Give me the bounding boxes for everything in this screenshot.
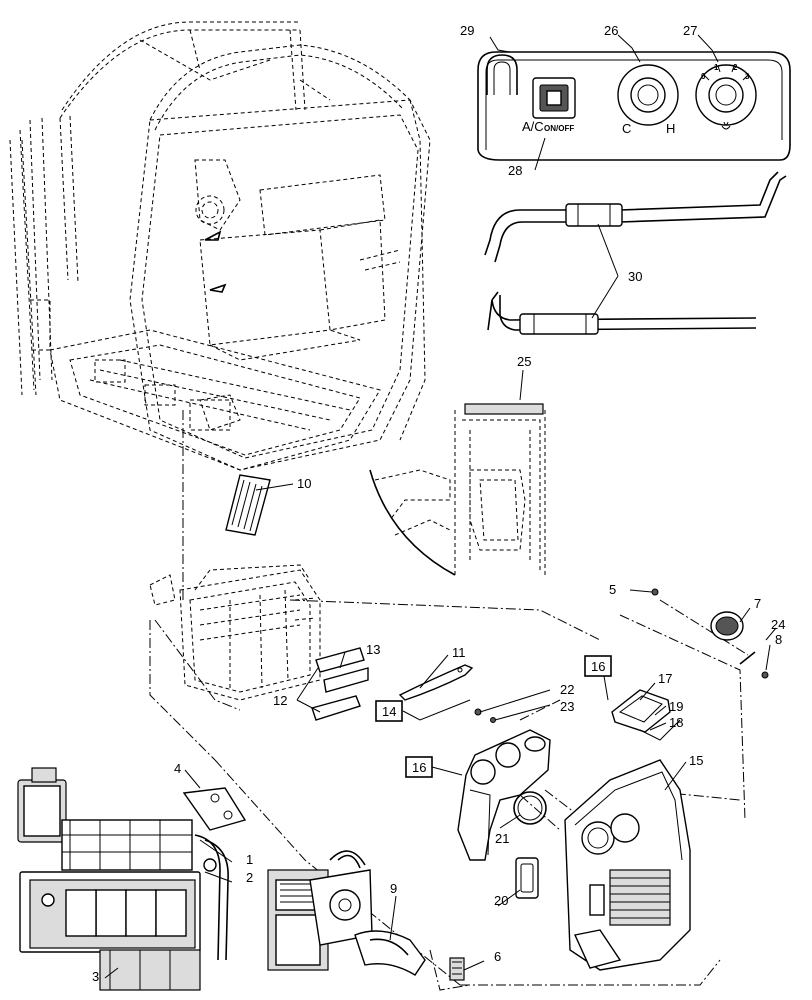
callout-13: 13	[366, 642, 380, 657]
callout-10: 10	[297, 476, 311, 491]
bracket-11	[398, 664, 474, 701]
duct-detail	[369, 403, 546, 576]
blower-photo	[267, 850, 426, 976]
callout-labels: 29 26 27 28 30 25 10 5 7 24 8 13 11 16 1…	[92, 23, 785, 984]
callout-22: 22	[560, 682, 574, 697]
callout-2: 2	[246, 870, 253, 885]
filter-10	[225, 474, 271, 536]
hose-assembly	[484, 171, 787, 335]
callout-18: 18	[669, 715, 683, 730]
callout-7: 7	[754, 596, 761, 611]
fan-tick-2: 2	[733, 63, 738, 72]
callout-29: 29	[460, 23, 474, 38]
callout-19: 19	[669, 699, 683, 714]
cab-frame	[9, 21, 431, 471]
callout-14: 14	[382, 704, 396, 719]
leader-lines	[104, 34, 777, 979]
callout-5: 5	[609, 582, 616, 597]
callout-30: 30	[628, 269, 642, 284]
callout-16-top: 16	[591, 659, 605, 674]
hvac-unit	[149, 564, 321, 701]
callout-1: 1	[246, 852, 253, 867]
callout-27: 27	[683, 23, 697, 38]
ring-21	[513, 791, 547, 825]
shim-4	[182, 787, 247, 831]
callout-25: 25	[517, 354, 531, 369]
heater-photo	[17, 767, 229, 991]
fan-tick-3: 3	[745, 72, 750, 81]
callout-16-left: 16	[412, 760, 426, 775]
index-box-16-left	[405, 756, 433, 778]
callout-9: 9	[390, 881, 397, 896]
callout-23: 23	[560, 699, 574, 714]
ac-label: A/C	[522, 119, 544, 134]
construction-lines	[149, 410, 749, 991]
duct-16-left	[457, 729, 551, 861]
callout-4: 4	[174, 761, 181, 776]
seal-pads	[311, 647, 369, 721]
grille-17	[611, 689, 681, 741]
fasteners	[474, 588, 769, 723]
fan-tick-1: 1	[714, 63, 719, 72]
control-panel-inset: A/C ON/OFF C H 0 1 2 3	[477, 51, 791, 161]
callout-8: 8	[775, 632, 782, 647]
hot-label: H	[666, 121, 675, 136]
index-box-14	[375, 700, 403, 722]
clip-6	[449, 957, 465, 981]
callout-20: 20	[494, 893, 508, 908]
index-box-16-top	[584, 655, 612, 677]
cold-label: C	[622, 121, 631, 136]
callout-17: 17	[658, 671, 672, 686]
callout-3: 3	[92, 969, 99, 984]
callout-28: 28	[508, 163, 522, 178]
vent-7	[710, 611, 744, 641]
fan-tick-0: 0	[701, 72, 706, 81]
onoff-label: ON/OFF	[544, 124, 574, 133]
callout-6: 6	[494, 949, 501, 964]
callout-11: 11	[452, 645, 466, 660]
callout-26: 26	[604, 23, 618, 38]
housing-15	[564, 759, 691, 971]
callout-12: 12	[273, 693, 287, 708]
callout-21: 21	[495, 831, 509, 846]
seal-20	[515, 857, 539, 899]
callout-24: 24	[771, 617, 785, 632]
callout-15: 15	[689, 753, 703, 768]
